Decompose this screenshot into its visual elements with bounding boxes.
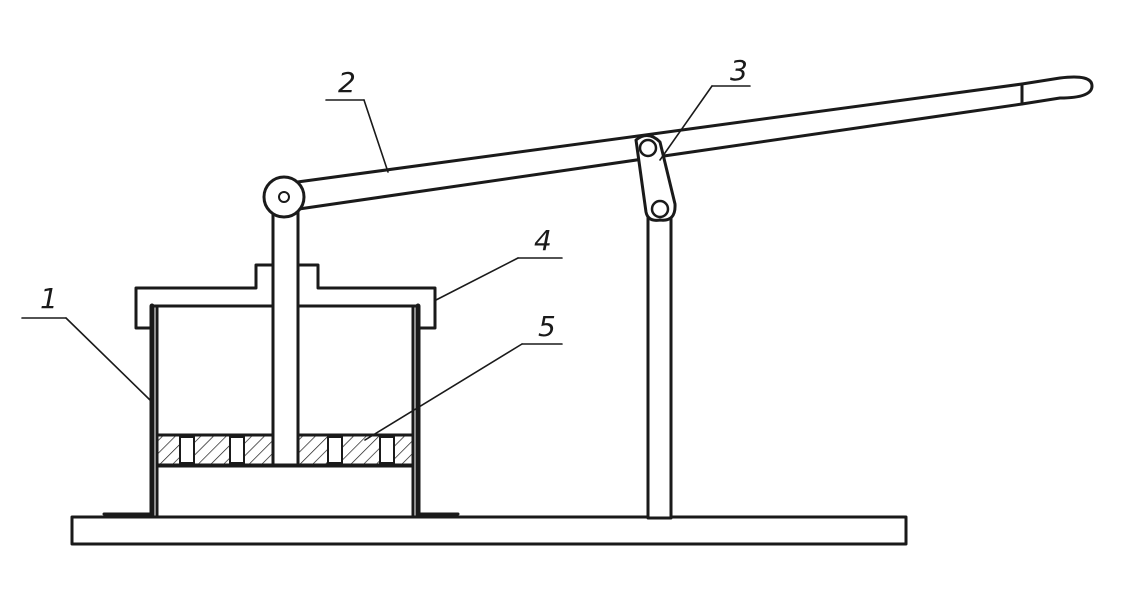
support-post [646, 206, 673, 520]
lever-pivot-pin [278, 191, 290, 203]
callout-5: 5 [538, 310, 556, 343]
link-pin-top [638, 138, 658, 158]
lever-handle [1020, 75, 1094, 106]
callout-4: 4 [534, 224, 552, 257]
base-plate [70, 515, 908, 546]
link-pin-bottom [650, 199, 670, 219]
callout-3: 3 [730, 54, 748, 87]
leader-lines [21, 85, 751, 441]
callout-1: 1 [40, 282, 58, 315]
piston-rod [271, 208, 300, 467]
cylinder-cap [134, 263, 437, 330]
callout-2: 2 [338, 66, 356, 99]
